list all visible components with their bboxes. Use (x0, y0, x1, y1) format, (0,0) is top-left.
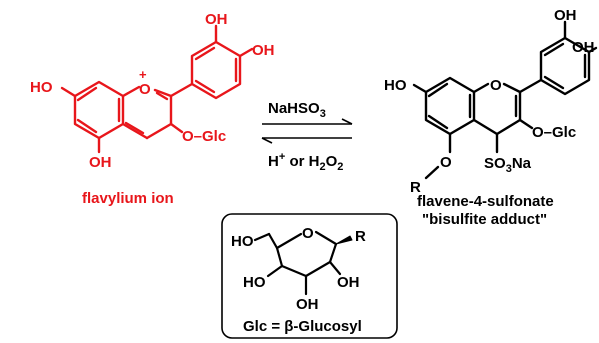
adduct-ring-o: O (440, 154, 452, 171)
adduct-ho-left: HO (384, 77, 407, 94)
glucose-structure (253, 230, 353, 296)
adduct-ring-a (424, 76, 476, 136)
flavylium-ring-oxygen: O (139, 81, 151, 98)
reverse-reagent: H+ or H2O2 (268, 151, 343, 173)
flavylium-oh-right: OH (252, 42, 275, 59)
glucose-legend: Glc = β-Glucosyl (243, 318, 362, 335)
glucose-oh-bottom: OH (296, 296, 319, 313)
glucose-r-group: R (355, 228, 366, 245)
flavylium-charge: + (139, 67, 147, 82)
adduct-o-glc: O–Glc (532, 124, 576, 141)
flavylium-oh-top: OH (205, 11, 228, 28)
adduct-caption-line2: "bisulfite adduct" (422, 211, 547, 228)
flavylium-ho-left: HO (30, 79, 53, 96)
flavylium-ring-b (190, 40, 242, 100)
adduct-caption-line1: flavene-4-sulfonate (417, 193, 554, 210)
flavylium-structure (60, 24, 254, 154)
adduct-oh-top: OH (554, 7, 577, 24)
adduct-sulfonate: SO3Na (484, 155, 532, 175)
adduct-r-group: R (410, 179, 421, 196)
adduct-ring-oxygen: O (490, 77, 502, 94)
adduct-structure (412, 20, 598, 180)
equilibrium-arrows (261, 118, 353, 144)
glucose-ring-oxygen: O (302, 225, 314, 242)
glucose-ho-ch2: HO (231, 233, 254, 250)
glucose-inset-box (221, 213, 398, 339)
flavylium-o-glc: O–Glc (182, 128, 226, 145)
flavylium-ring-c (121, 85, 141, 98)
adduct-oh-right: OH (572, 39, 595, 56)
glucose-ho-left: HO (243, 274, 266, 291)
flavylium-oh-bottom: OH (89, 154, 112, 171)
forward-reagent: NaHSO3 (268, 100, 326, 120)
flavylium-ring-a (73, 80, 125, 140)
glucose-oh-right: OH (337, 274, 360, 291)
flavylium-caption: flavylium ion (82, 190, 174, 207)
